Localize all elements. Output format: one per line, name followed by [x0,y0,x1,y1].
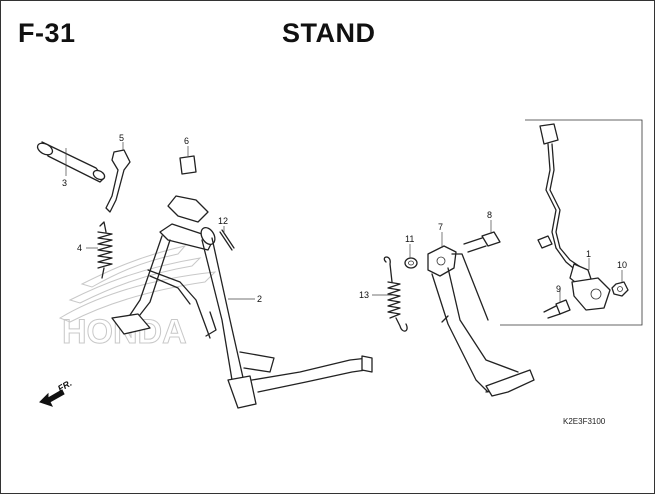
front-direction-arrow: FR. [39,378,74,407]
callout-1: 1 [586,249,591,259]
front-direction-label: FR. [56,378,74,394]
side-stand [427,245,535,397]
side-stand-bolt [463,231,501,253]
callout-6: 6 [184,136,189,146]
callout-leaders [65,142,623,302]
callout-3: 3 [62,178,67,188]
drawing-code: K2E3F3100 [563,417,606,426]
callout-9: 9 [556,284,561,294]
page-title: STAND [282,18,376,48]
stand-hook [105,149,131,213]
switch-bolt [543,299,571,319]
main-stand-spring [97,221,113,279]
callout-12: 12 [218,216,228,226]
cotter-pin [219,229,235,251]
side-stand-switch [537,123,611,311]
nut-11 [404,257,418,269]
callout-5: 5 [119,133,124,143]
callout-8: 8 [487,210,492,220]
nut-10 [611,281,629,297]
callout-13: 13 [359,290,369,300]
callout-10: 10 [617,260,627,270]
callout-11: 11 [405,234,414,244]
main-stand [111,195,373,409]
page-code: F-31 [18,18,76,48]
callout-4: 4 [77,243,82,253]
callout-numbers: 1 2 3 4 5 6 7 8 9 10 11 12 13 [62,133,627,304]
main-stand-pipe [36,141,106,183]
callout-7: 7 [438,222,443,232]
stopper-rubber [179,155,197,175]
side-stand-spring [383,256,408,332]
honda-watermark: HONDA [58,245,217,352]
callout-2: 2 [257,294,262,304]
switch-detail-box [500,119,643,326]
